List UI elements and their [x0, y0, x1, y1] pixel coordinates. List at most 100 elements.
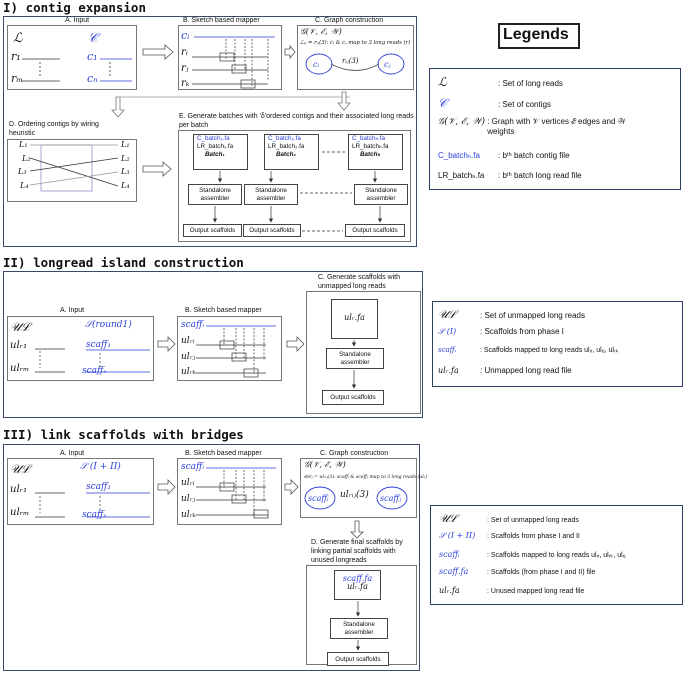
s3-input-ulm: ulᵣₘ [10, 507, 30, 518]
batch-1-longreads: LR_batch₁.fa [197, 143, 234, 150]
legend-box-3: 𝒰ℒ: Set of unmapped long reads 𝒮 (I + II… [430, 505, 683, 605]
s2-mapper-ulj: ulᵣⱼ [181, 352, 196, 362]
s3-double-arrows [157, 479, 364, 539]
legend3-row-3: scaffᵢ: Scaffolds mapped to long reads u… [439, 550, 626, 559]
s1-ordering-lines [29, 144, 119, 192]
s3-graph-label: 𝒢(𝒱, ℰ, 𝒲) [304, 460, 346, 469]
s2-file-box: ulᵣ.fa [331, 299, 378, 339]
legend1-row-2: 𝒞: Set of contigs [438, 96, 551, 110]
s3-input-lines [35, 492, 150, 518]
legends-title: Legends [503, 26, 569, 43]
legend3-row-2: 𝒮 (I + II): Scaffolds from phase I and I… [439, 531, 580, 540]
batch-h-name: Batchₕ [360, 151, 381, 158]
legend3-row-1: 𝒰ℒ: Set of unmapped long reads [439, 512, 579, 525]
legend1-row-3: 𝒢(𝒱, ℰ, 𝒲) : Graph with 𝒱 vertices ℰ edg… [438, 117, 627, 136]
s3-input-s12: 𝒮 (I + II) [80, 462, 121, 472]
s3-mapper-ulj: ulᵣⱼ [181, 494, 196, 504]
s1-assembler-2: Standalone assembler [244, 184, 298, 205]
s2-double-arrows [157, 336, 305, 352]
s3-final-title: D. Generate final scaffolds by linking p… [311, 539, 403, 564]
s3-mapper-scaffi: scaffᵢ [181, 462, 205, 472]
s1-ord-right-1: L₁ [121, 140, 130, 149]
legend2-row-4: ulᵣ.fa: Unmapped long read file [438, 366, 572, 375]
legend1-row-5: LR_batchₕ.fa: bᵗʰ batch long read file [438, 171, 582, 180]
s1-graph-label: 𝒢(𝒱, ℰ, 𝒲) [300, 27, 342, 36]
legend-box-2: 𝒰ℒ: Set of unmapped long reads 𝒮 (I): Sc… [432, 301, 683, 387]
s1-mapper-ci: cᵢ [181, 29, 190, 42]
s3-mapper-lines [196, 467, 276, 519]
s3-input-title: A. Input [60, 450, 85, 457]
s1-input-cn: cₙ [87, 72, 98, 85]
s2-input-scaffx: scaffₓ [82, 366, 107, 376]
batch-2-box: C_batch₂.fa LR_batch₂.fa Batch₂ [264, 134, 319, 170]
s3-mapper-ulk: ulᵣₖ [181, 510, 197, 520]
s1-ord-left-4: L₄ [20, 181, 29, 190]
s1-input-r1: r₁ [11, 50, 21, 63]
s3-file-scaff: scaff.fa [342, 574, 373, 583]
s3-graph-edge-label: ulᵣᵢⱼ(3) [340, 490, 369, 500]
s1-mapper-box [178, 25, 282, 90]
s1-ord-left-3: L₃ [18, 167, 27, 176]
s1-mapper-ri: rᵢ [181, 47, 188, 58]
s3-input-scaff1: scaff₁ [86, 482, 112, 492]
s1-graph-title: C. Graph construction [315, 17, 384, 24]
batch-1-name: Batch₁ [205, 151, 225, 158]
s2-mapper-box [177, 316, 282, 381]
s2-input-s1: 𝒮(round1) [85, 320, 132, 330]
s1-assembler-h: Standalone assembler [354, 184, 408, 205]
s1-output-1: Output scaffolds [183, 224, 242, 237]
section-heading-1: I) contig expansion [3, 0, 146, 15]
s3-mapper-uli: ulᵣᵢ [181, 478, 195, 488]
legend2-row-2: 𝒮 (I): Scaffolds from phase I [438, 327, 564, 336]
batch-1-box: C_batch₁.fa LR_batch₁.fa Batch₁ [193, 134, 248, 170]
section-1-panel [3, 16, 417, 247]
s3-mapper-box [177, 458, 282, 525]
s1-input-rm: rₘ [11, 72, 24, 85]
s3-graph-node-i: scaffᵢ [308, 494, 329, 503]
s1-double-arrows [142, 44, 296, 177]
section-3-panel [3, 444, 420, 671]
s2-mapper-scaffi: scaffᵢ [181, 320, 205, 330]
s1-ord-left-2: L₂ [22, 154, 31, 163]
s1-ord-left-1: L₁ [19, 140, 28, 149]
s1-down-arrows [111, 91, 351, 118]
s1-mapper-rk: rₖ [181, 78, 190, 89]
s1-batches-title: E. Generate batches with 'δ'ordered cont… [179, 113, 414, 129]
batch-h-contig: C_batchₕ.fa [352, 135, 386, 142]
s3-input-ul: 𝒰ℒ [10, 462, 30, 476]
section-2-panel [3, 271, 423, 418]
legend-box-1: ℒ: Set of long reads 𝒞: Set of contigs 𝒢… [429, 68, 681, 190]
s1-input-box [7, 25, 137, 90]
s1-graph-box [297, 25, 414, 90]
batch-h-box: C_batchₕ.fa LR_batchₕ.fa Batchₕ [348, 134, 403, 170]
s3-mapper-title: B. Sketch based mapper [185, 450, 262, 457]
s1-graph-shapes [305, 53, 405, 75]
batch-2-name: Batch₂ [276, 151, 296, 158]
s3-input-ul1: ulᵣ₁ [10, 484, 28, 495]
s3-output: Output scaffolds [327, 652, 389, 666]
s1-graph-edge-label: rᵢⱼ(3) [342, 57, 359, 65]
s3-assembler: Standalone assembler [330, 618, 388, 639]
s2-input-scaff1: scaff₁ [86, 340, 112, 350]
s2-input-lines [35, 348, 150, 373]
legend1-row-4: C_batchₕ.fa: bᵗʰ batch contig file [438, 151, 570, 160]
s1-graph-formula: ℒᵢⱼ = rᵢⱼ(3): cᵢ & cⱼ map to 3 long read… [300, 40, 411, 46]
s1-output-h: Output scaffolds [345, 224, 405, 237]
s2-assembler: Standalone assembler [326, 348, 384, 369]
s1-ord-right-4: L₄ [121, 181, 130, 190]
s1-ord-right-3: L₃ [121, 167, 130, 176]
s2-generate-title: C. Generate scaffolds with unmapped long… [318, 274, 400, 290]
s3-file-box: scaff.fa ulᵣ.fa [334, 570, 381, 600]
s3-graph-shapes [304, 486, 408, 510]
s1-mapper-rj: rⱼ [181, 63, 189, 74]
batch-1-contig: C_batch₁.fa [197, 135, 230, 142]
s3-graph-title: C. Graph construction [320, 450, 389, 457]
s2-mapper-ulk: ulᵣₖ [181, 367, 197, 377]
s1-input-longreads: ℒ [13, 31, 23, 46]
s2-input-ul1: ulᵣ₁ [10, 340, 28, 351]
s1-graph-node-j: cⱼ [384, 60, 391, 69]
legend3-row-5: ulᵣ.fa: Unused mapped long read file [439, 586, 585, 595]
s2-input-ul: 𝒰ℒ [10, 320, 30, 334]
s2-input-ulm: ulᵣₘ [10, 363, 30, 374]
